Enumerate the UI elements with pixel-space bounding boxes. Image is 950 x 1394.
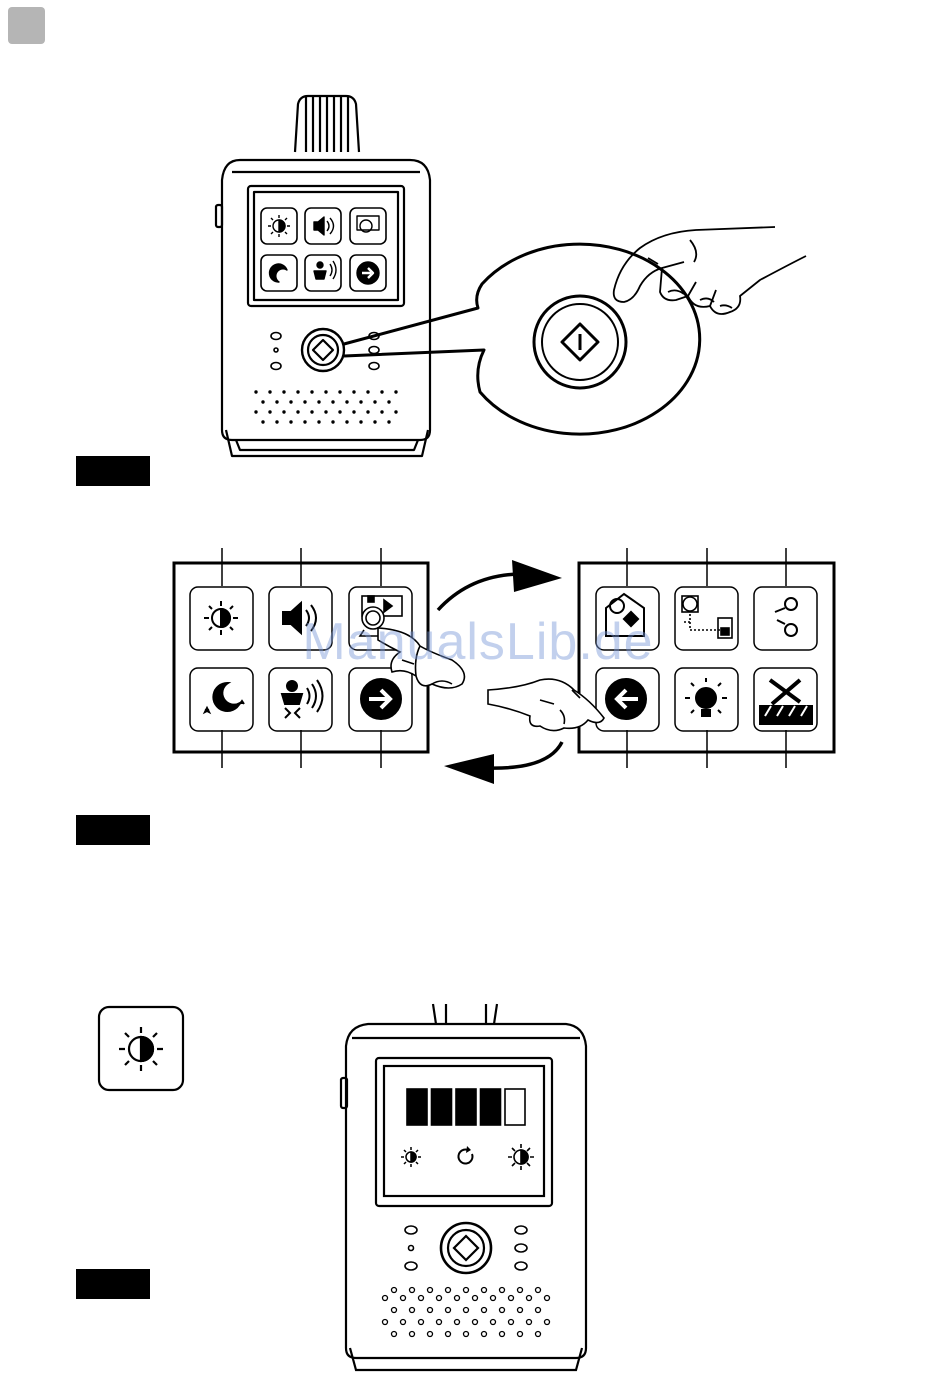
brightness-segment xyxy=(432,1089,452,1125)
brightness-segment xyxy=(481,1089,501,1125)
brightness-segment xyxy=(505,1089,525,1125)
brightness-level-bar xyxy=(407,1089,525,1125)
figure-label-3 xyxy=(76,1269,150,1299)
brightness-segment xyxy=(407,1089,427,1125)
reset-icon xyxy=(458,1150,472,1164)
monitor-body-3 xyxy=(341,1024,586,1370)
brightness-segment xyxy=(456,1089,476,1125)
status-leds-3 xyxy=(405,1226,527,1270)
brightness-decrease-icon xyxy=(401,1147,421,1167)
speaker-grille-3 xyxy=(383,1288,550,1337)
brightness-icon-large xyxy=(119,1027,163,1071)
brightness-increase-icon xyxy=(508,1144,534,1170)
